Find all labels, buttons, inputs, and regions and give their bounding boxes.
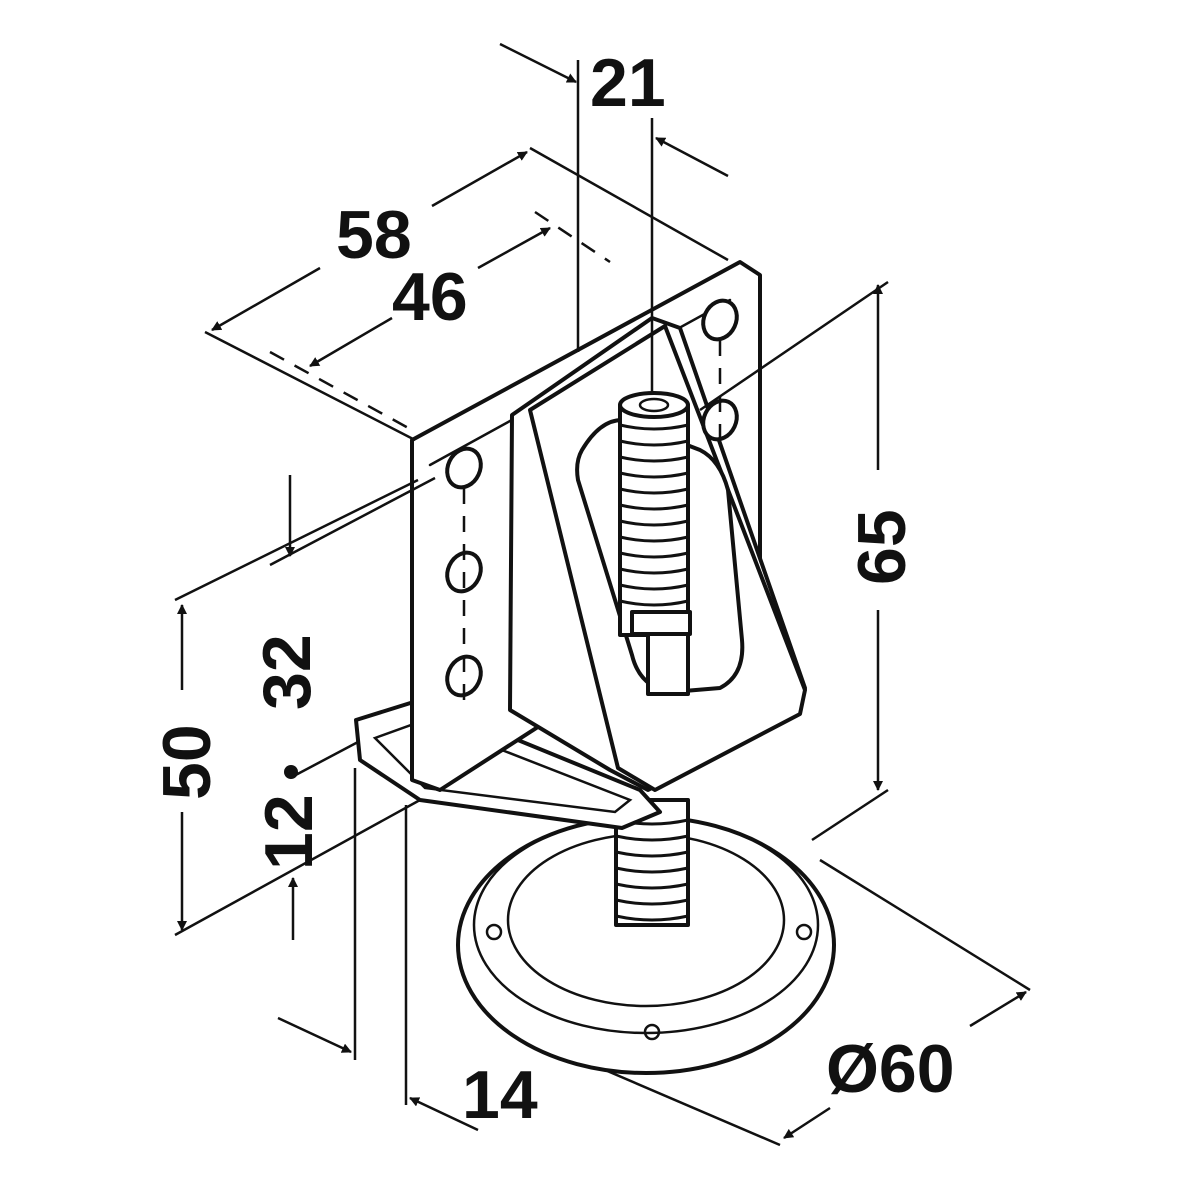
dim-58-arrow-right — [431, 150, 528, 208]
dim-14-label: 14 — [462, 1057, 538, 1133]
dimension-lines — [177, 42, 1027, 1140]
dim-60-label: Ø60 — [826, 1031, 955, 1107]
dim-50-label: 50 — [149, 724, 225, 800]
hole-top-left — [445, 446, 483, 490]
dim-46-label: 46 — [392, 259, 468, 335]
dim-46-arrow-left — [309, 316, 393, 368]
dim-46-arrow-right — [477, 226, 551, 270]
extension-lines — [174, 60, 1031, 1147]
dim-58-arrow-left — [211, 266, 321, 332]
mounting-holes — [445, 298, 739, 700]
dim-14-arrow-right — [409, 1096, 479, 1132]
dim-14-arrow-left — [277, 1016, 352, 1054]
dim-32-label: 32 — [249, 634, 325, 710]
dim-65-label: 65 — [844, 509, 920, 585]
disc-hole — [485, 923, 503, 941]
dim-21-arrow-left — [499, 42, 577, 84]
hole-bottom-left — [445, 654, 483, 698]
hole-top-right — [701, 298, 739, 342]
dim-12-label: 12 — [251, 794, 327, 870]
dim-58-label: 58 — [336, 197, 412, 273]
dim-60-arrow-right — [969, 990, 1027, 1028]
dimension-labels: 21 58 46 65 32 50 12 14 Ø60 — [149, 45, 955, 1133]
disc-hole — [643, 1023, 661, 1041]
disc-hole — [795, 923, 813, 941]
threaded-rod — [618, 391, 692, 696]
dim-60-arrow-left — [783, 1106, 831, 1140]
hole-middle-right — [701, 398, 739, 442]
dim-21-arrow-right — [655, 136, 729, 178]
dim-12-point — [284, 765, 298, 779]
dim-21-label: 21 — [590, 45, 666, 121]
